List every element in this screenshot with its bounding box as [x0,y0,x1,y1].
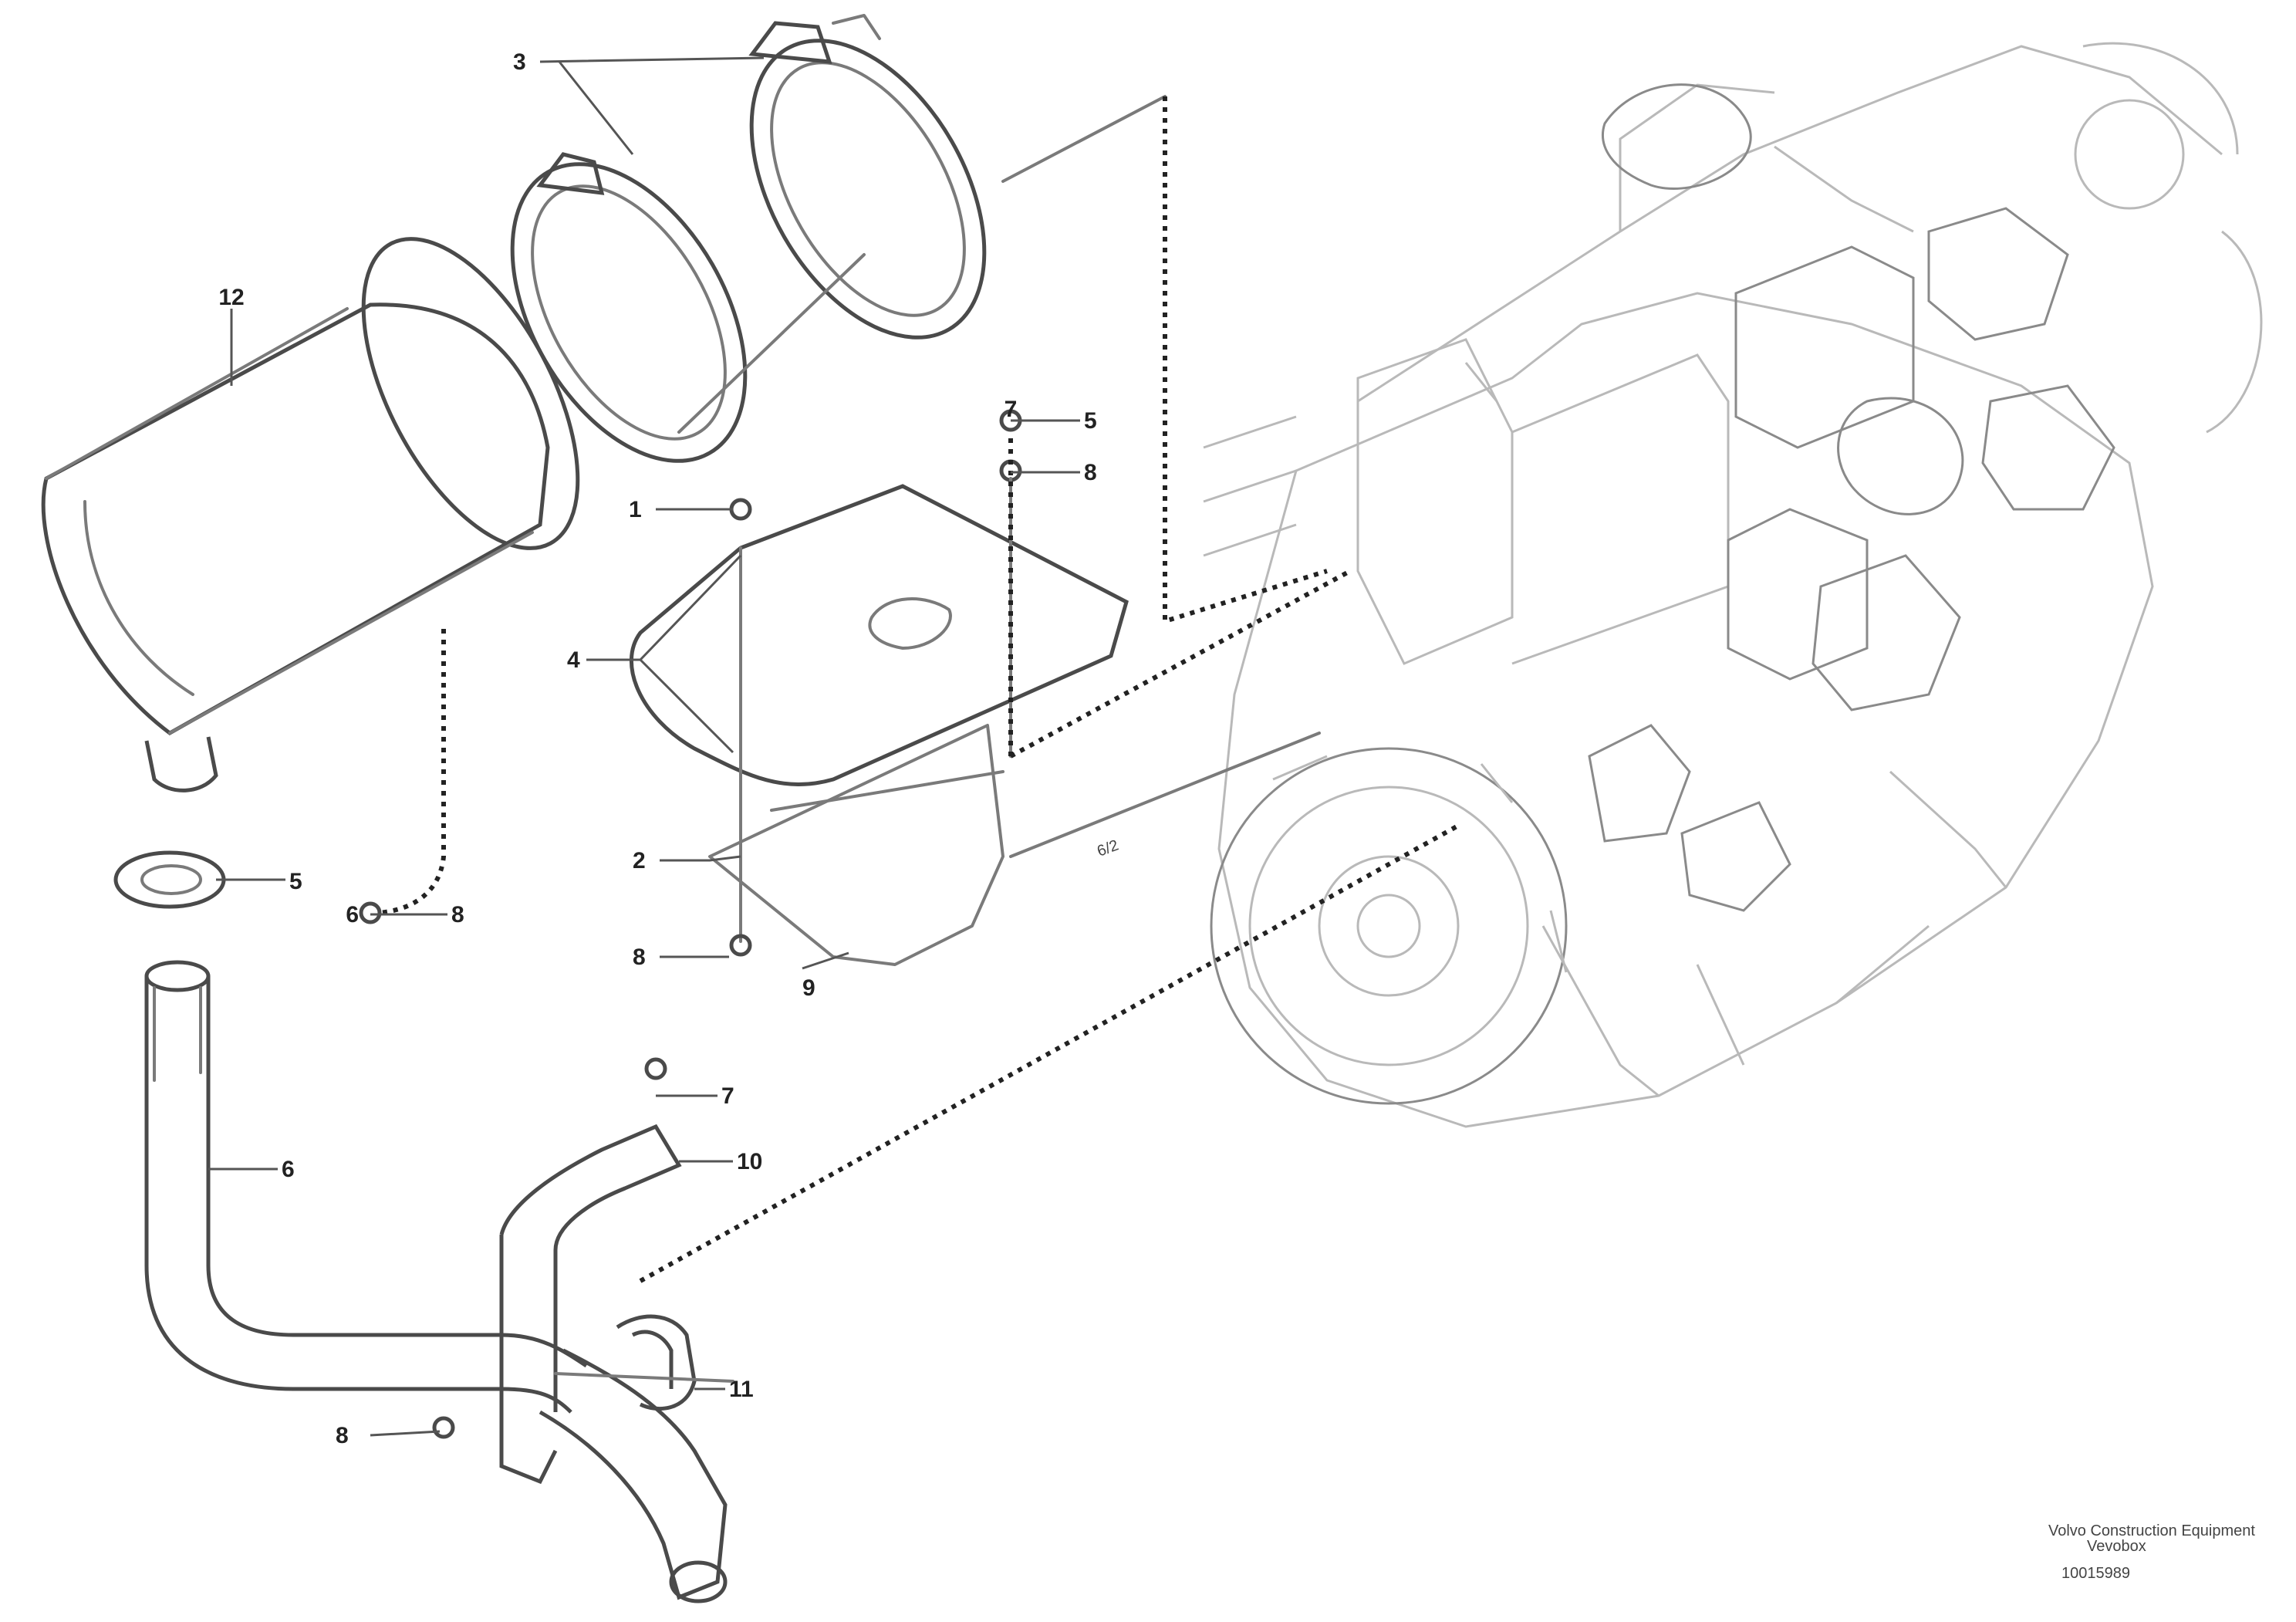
callout-7-filter: 7 [1004,397,1018,422]
callout-2: 2 [633,848,646,874]
callout-11: 11 [729,1377,754,1402]
stamp-line-2: Vevobox [2087,1538,2146,1555]
callout-3: 3 [513,49,526,75]
callout-1: 1 [629,497,642,522]
callout-labels: 3 12 5 1 8 5 7 6 8 6 4 2 8 7 10 9 11 8 [218,49,1096,1448]
callout-8-mid: 8 [451,902,464,928]
callout-4: 4 [567,647,580,673]
callout-7-low: 7 [721,1083,734,1109]
bracket-plate-part [629,484,1321,966]
callout-8-low: 8 [633,944,646,970]
callout-12: 12 [218,285,244,310]
engine-assembly: 6/2 [1095,42,2263,1128]
callout-6-hose: 6 [346,902,359,928]
seal-ring-part [113,850,226,909]
callout-9: 9 [802,975,815,1001]
hose-clamps-part [510,14,1167,463]
stamp-ref: 10015989 [2061,1565,2130,1582]
callout-8-bottom: 8 [336,1423,349,1448]
stamp-line-1: Volvo Construction Equipment [2048,1522,2255,1539]
callout-5-top: 5 [1084,408,1097,434]
callout-10: 10 [737,1149,762,1174]
callout-6-pipe: 6 [282,1157,295,1182]
drawing-stamp: Volvo Construction Equipment Vevobox 100… [2048,1522,2255,1582]
svg-text:6/2: 6/2 [1095,837,1121,860]
callout-8-top: 8 [1084,460,1097,485]
intake-pipe-part [144,960,588,1414]
air-filter-canister-part [41,237,580,792]
hose-elbow-part [499,1124,734,1603]
assembly-dashed-lines [377,96,1460,1283]
leader-lines [208,56,1080,1437]
callout-5-mid: 5 [289,869,302,894]
